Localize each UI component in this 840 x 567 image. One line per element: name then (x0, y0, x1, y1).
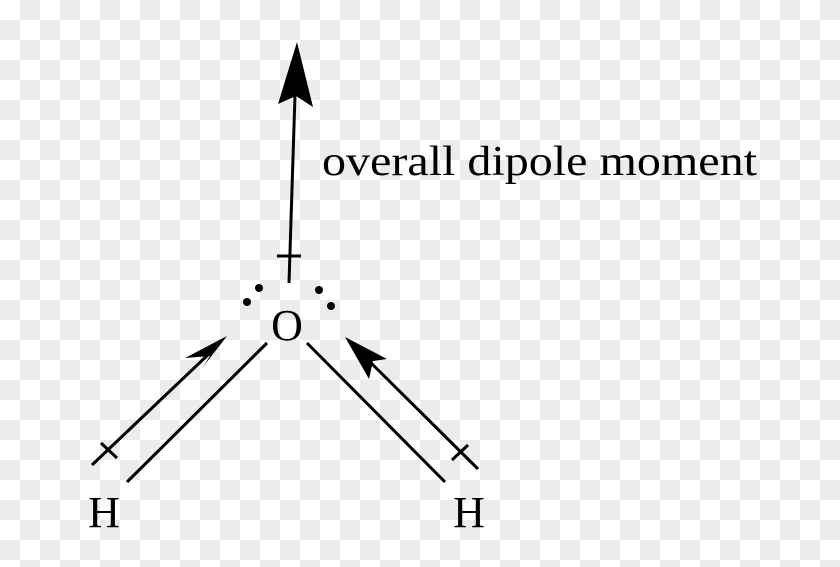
arrowhead-left (185, 336, 227, 367)
hydrogen-left-label: H (88, 488, 120, 537)
lone-pair-dot (255, 284, 263, 292)
bond-right (305, 341, 447, 484)
bond-left (125, 341, 269, 484)
overall-dipole-arrowhead (278, 42, 313, 107)
overall-dipole-label: overall dipole moment (322, 139, 757, 185)
oxygen-label: O (271, 301, 303, 350)
overall-dipole-arrow-shaft (287, 94, 297, 284)
lone-pair-dot (327, 302, 335, 310)
lone-pair-dot (243, 298, 251, 306)
arrowhead-right (345, 337, 387, 379)
bond-dipole-cross-left (99, 441, 119, 460)
bond-dipole-arrow-right-shaft (358, 350, 480, 471)
lone-pair-dot (315, 286, 323, 294)
bond-dipole-arrow-left-shaft (90, 349, 214, 467)
hydrogen-right-label: H (453, 488, 485, 537)
lone-pairs (243, 284, 335, 310)
bond-dipole-cross-right (450, 443, 470, 462)
